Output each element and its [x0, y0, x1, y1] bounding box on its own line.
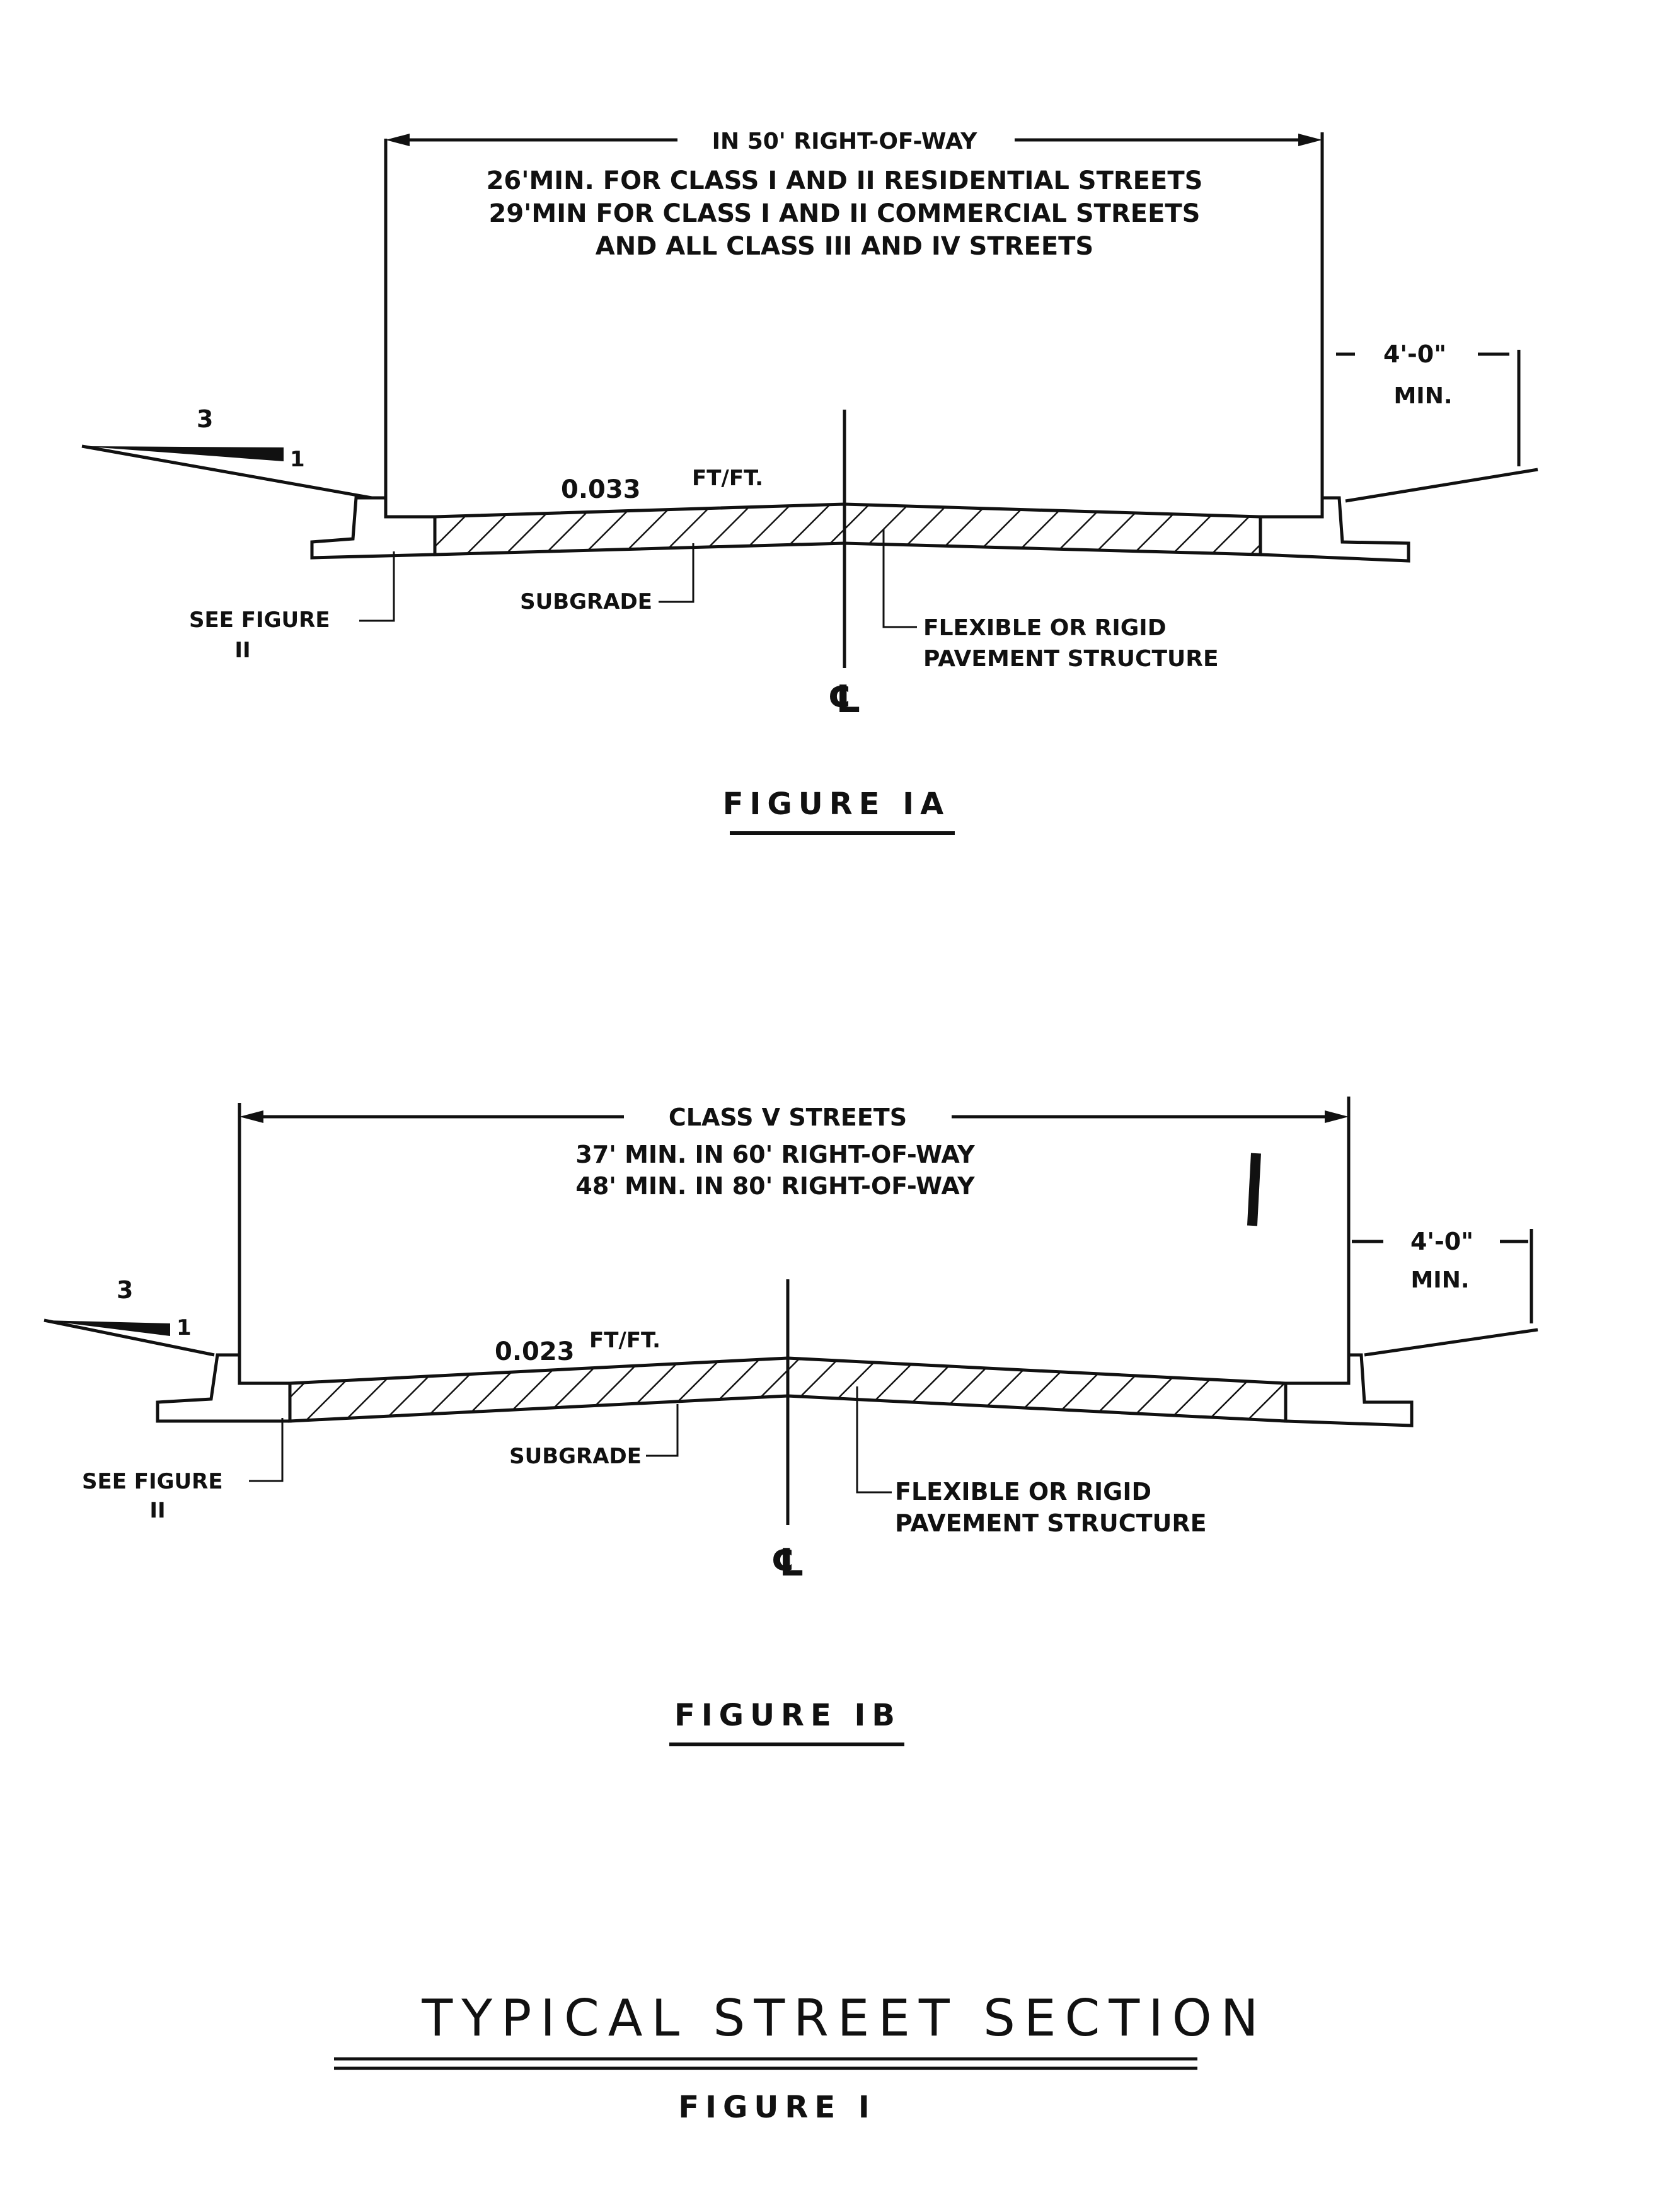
arrowhead-right — [1298, 134, 1322, 146]
width-label-2: 37' MIN. IN 60' RIGHT-OF-WAY — [575, 1141, 975, 1168]
see-figure-leader — [359, 551, 395, 622]
ground-line-left — [43, 1318, 215, 1357]
width-label-3: 29'MIN FOR CLASS I AND II COMMERCIAL STR… — [488, 199, 1200, 228]
width-label-1: IN 50' RIGHT-OF-WAY — [712, 129, 978, 154]
cross-slope-value: 0.023 — [495, 1337, 575, 1366]
revision-mark — [1247, 1153, 1261, 1226]
arrowhead-left — [239, 1110, 263, 1123]
figure-1a: IN 50' RIGHT-OF-WAY 26'MIN. FOR CLASS I … — [81, 129, 1538, 835]
pavement-label-2: PAVEMENT STRUCTURE — [895, 1509, 1207, 1537]
width-label-4: AND ALL CLASS III AND IV STREETS — [596, 232, 1094, 261]
curb-right — [1284, 1353, 1414, 1427]
subgrade-leader — [659, 543, 694, 603]
slope-run-label: 3 — [117, 1276, 133, 1304]
cross-slope-value: 0.033 — [561, 475, 641, 504]
curb-right — [1259, 496, 1410, 563]
sidewalk-min-label: MIN. — [1393, 383, 1452, 409]
sheet-title-block: TYPICAL STREET SECTION FIGURE I — [334, 1989, 1267, 2125]
pavement-leader — [856, 1386, 892, 1494]
ground-line-left — [81, 444, 372, 500]
slope-rise-label: 1 — [176, 1315, 192, 1340]
figure-1a-caption: FIGURE IA — [723, 786, 950, 822]
slope-run-label: 3 — [197, 405, 213, 433]
sheet-title: TYPICAL STREET SECTION — [421, 1989, 1267, 2048]
width-label-2: 26'MIN. FOR CLASS I AND II RESIDENTIAL S… — [487, 166, 1203, 195]
pavement-label-1: FLEXIBLE OR RIGID — [923, 615, 1167, 641]
slope-rise-label: 1 — [290, 447, 305, 472]
sidewalk-min-label: MIN. — [1410, 1267, 1469, 1293]
sidewalk-width-label: 4'-0" — [1410, 1228, 1473, 1255]
centerline-symbol: ℄ — [771, 1541, 805, 1585]
see-figure-label: SEE FIGURE — [82, 1469, 223, 1494]
ground-line-right — [1345, 468, 1538, 503]
pavement-label-2: PAVEMENT STRUCTURE — [923, 646, 1219, 672]
see-figure-number: II — [149, 1498, 165, 1523]
pavement-label-1: FLEXIBLE OR RIGID — [895, 1478, 1151, 1506]
curb-left — [156, 1353, 292, 1423]
subgrade-leader — [646, 1404, 679, 1457]
width-label-3: 48' MIN. IN 80' RIGHT-OF-WAY — [575, 1172, 975, 1200]
pavement-leader — [882, 529, 917, 628]
slope-indicator-left — [82, 446, 284, 461]
cross-slope-unit: FT/FT. — [589, 1328, 660, 1353]
sheet-subtitle: FIGURE I — [678, 2090, 875, 2125]
arrowhead-right — [1325, 1110, 1349, 1123]
see-figure-leader — [249, 1418, 284, 1482]
subgrade-label: SUBGRADE — [509, 1444, 642, 1469]
width-label-1: CLASS V STREETS — [669, 1103, 907, 1131]
figure-1b-caption: FIGURE IB — [674, 1698, 901, 1733]
cross-slope-unit: FT/FT. — [692, 466, 763, 491]
arrowhead-left — [386, 134, 410, 146]
figure-1b: CLASS V STREETS 37' MIN. IN 60' RIGHT-OF… — [43, 1097, 1538, 1746]
see-figure-label: SEE FIGURE — [189, 608, 330, 633]
pavement-structure — [433, 502, 1262, 556]
centerline-symbol: ℄ — [827, 677, 862, 722]
slope-indicator-left — [44, 1320, 170, 1336]
see-figure-number: II — [234, 638, 250, 663]
subgrade-label: SUBGRADE — [520, 589, 652, 614]
sidewalk-width-label: 4'-0" — [1383, 340, 1446, 368]
curb-left — [310, 496, 437, 560]
ground-line-right — [1364, 1328, 1538, 1357]
